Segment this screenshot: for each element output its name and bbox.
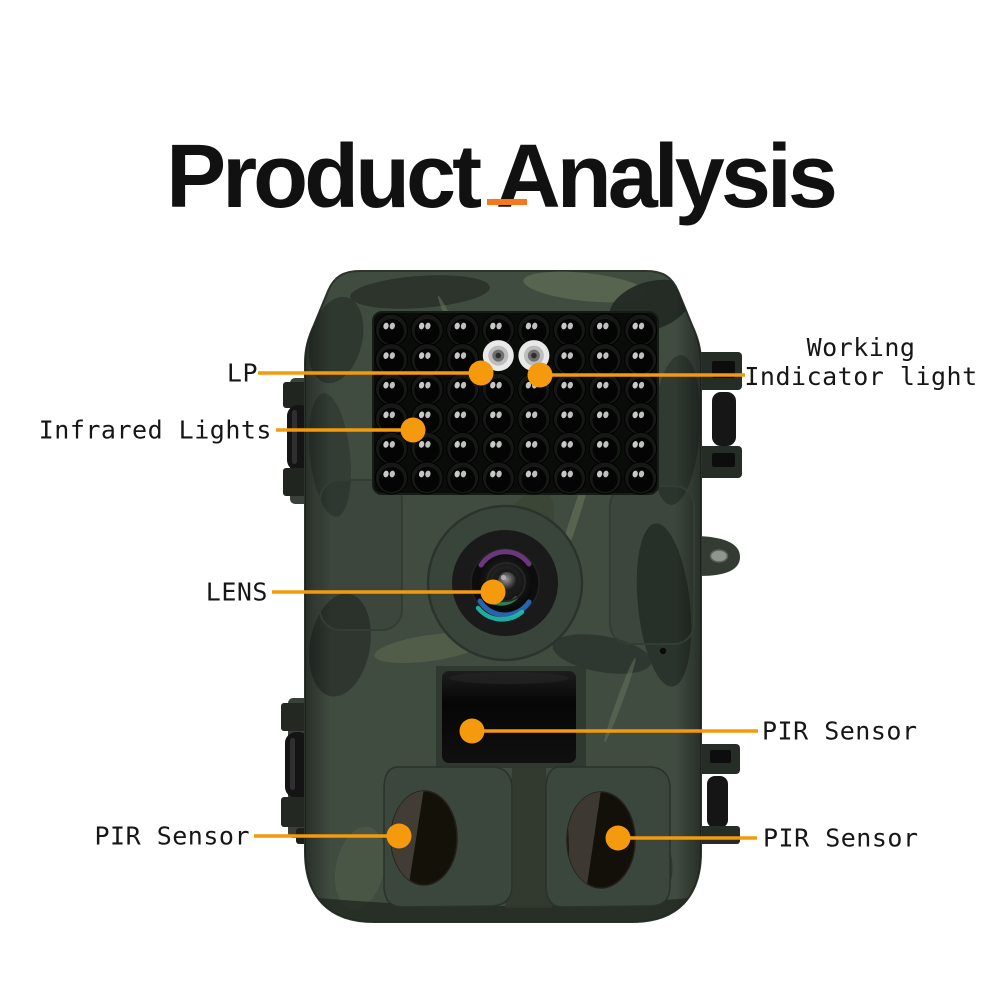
- lens-flare-teal: [475, 605, 525, 622]
- right-raised-panel: [609, 485, 695, 645]
- lens-flare-purple: [478, 549, 532, 568]
- ir-led-grid: [375, 313, 658, 495]
- callout-dot-pir-bottom-right: [605, 825, 631, 851]
- label-working-indicator-line1: Working: [806, 333, 916, 362]
- microphone-pinhole: [659, 647, 667, 655]
- callout-dot-pir-bottom-left: [386, 823, 412, 849]
- lens-assembly: [426, 504, 584, 662]
- label-pir-center: PIR Sensor: [762, 716, 918, 746]
- pir-window-right: [566, 791, 636, 889]
- left-raised-panel: [319, 479, 403, 631]
- label-working-indicator: Working Indicator light: [744, 333, 978, 391]
- label-pir-bottom-left: PIR Sensor: [94, 821, 250, 851]
- label-infrared-lights: Infrared Lights: [38, 415, 272, 445]
- callout-dot-pir-center: [459, 718, 485, 744]
- label-lens: LENS: [205, 577, 268, 607]
- ir-led-panel: [372, 311, 659, 495]
- lens-flare-blue: [477, 598, 532, 618]
- label-lp: LP: [226, 358, 258, 388]
- title-underline-dash: [487, 199, 527, 205]
- label-working-indicator-line2: Indicator light: [744, 362, 978, 391]
- pir-pods: [383, 766, 671, 908]
- label-pir-bottom-right: PIR Sensor: [763, 823, 919, 853]
- pir-window-center: [436, 666, 586, 768]
- page-title: Product Analysis: [166, 127, 838, 228]
- callout-dot-working-indicator: [527, 362, 553, 388]
- callout-dot-lens: [480, 579, 506, 605]
- callouts: [254, 360, 758, 851]
- callout-dot-lp: [468, 360, 494, 386]
- callout-dot-infrared-lights: [400, 417, 426, 443]
